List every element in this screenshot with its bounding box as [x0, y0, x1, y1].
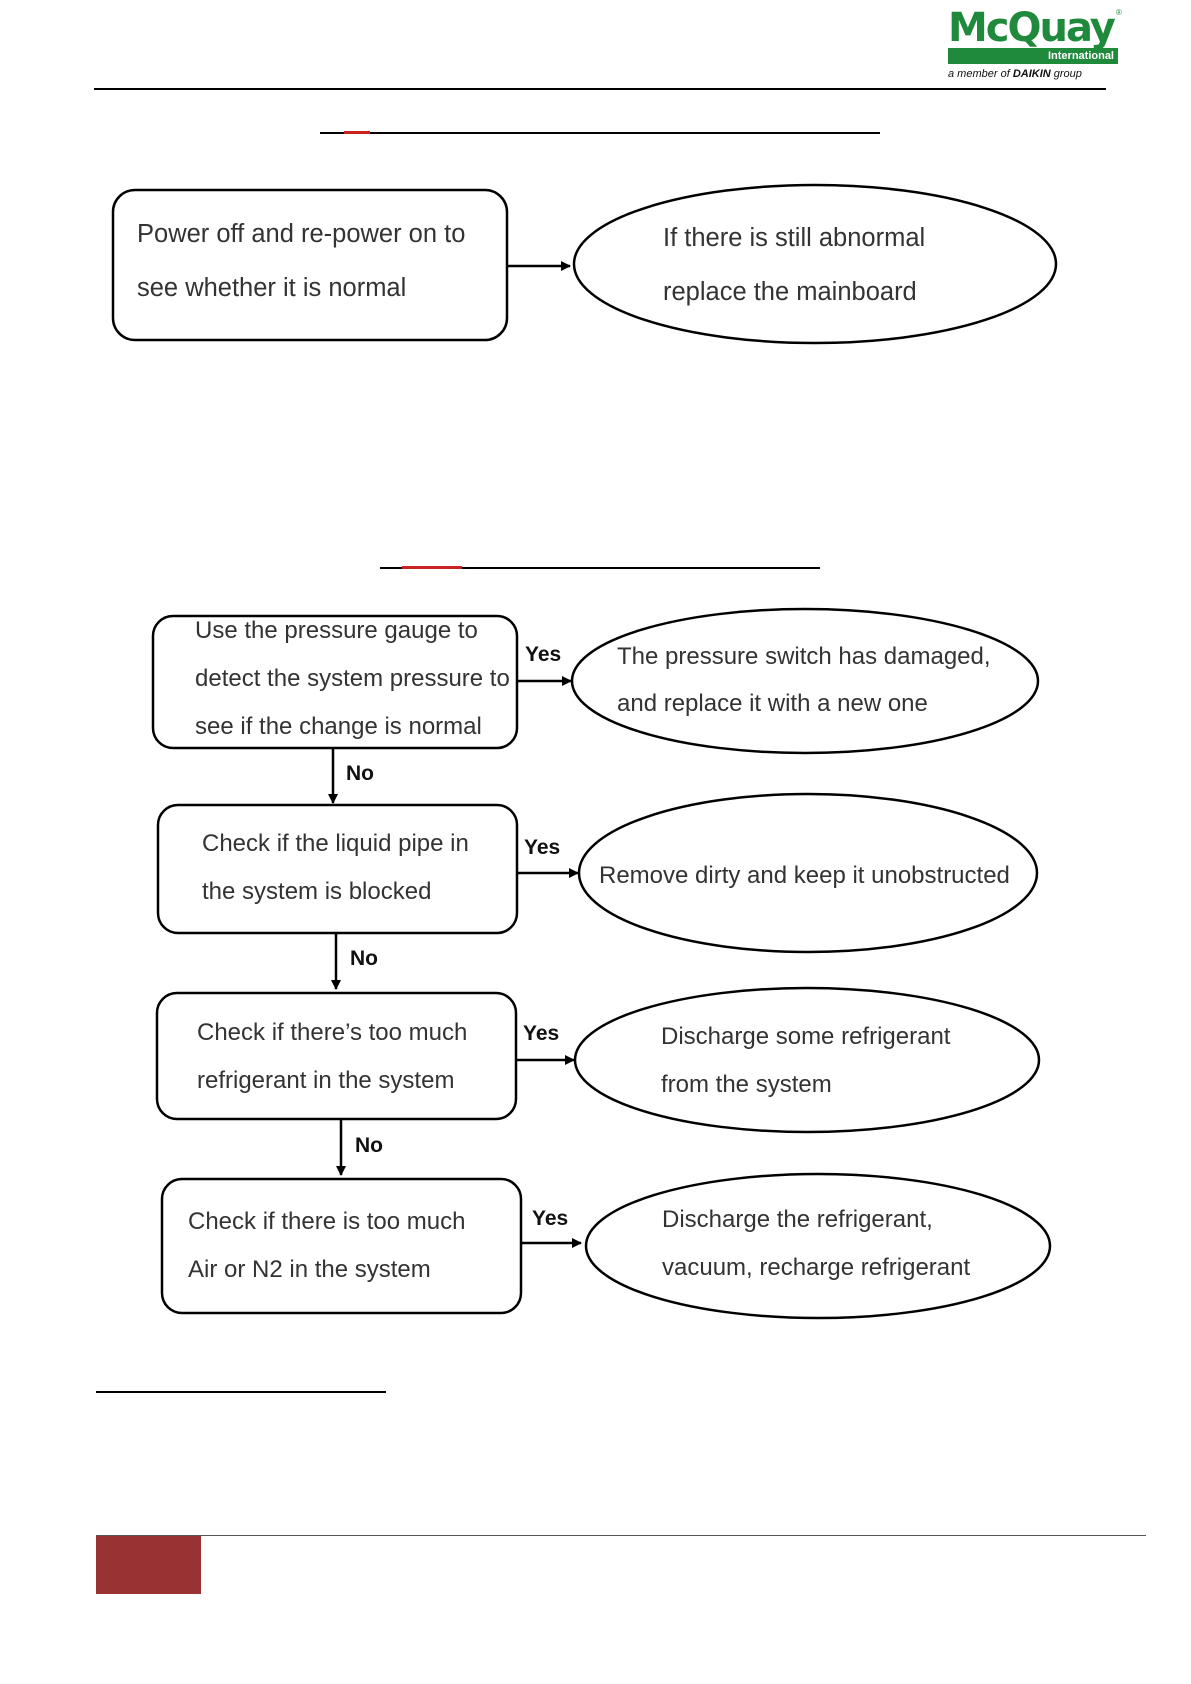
step3-action-text: Discharge some refrigerant from the syst…: [661, 1023, 951, 1098]
logo-member-line: a member of DAIKIN group: [948, 68, 1138, 80]
step4-action-text: Discharge the refrigerant, vacuum, recha…: [662, 1206, 971, 1281]
step1-check-text: Use the pressure gauge to detect the sys…: [195, 617, 510, 740]
step4-check-text: Check if there is too much Air or N2 in …: [188, 1208, 466, 1283]
step1-yes-label: Yes: [525, 643, 562, 666]
section1-heading-underline: [320, 132, 880, 134]
member-suffix: group: [1050, 68, 1082, 80]
logo-registered-mark: ®: [1116, 8, 1122, 17]
member-prefix: a member of: [948, 68, 1013, 80]
section2-heading-underline: [380, 567, 820, 569]
step3-check-text: Check if there’s too much refrigerant in…: [197, 1019, 468, 1094]
step3-action-ellipse: [573, 986, 1041, 1134]
step4-action-ellipse: [584, 1172, 1052, 1320]
section2-heading-accent: [402, 566, 462, 569]
logo-wordmark: McQuay: [948, 5, 1116, 51]
step1-action-text: The pressure switch has damaged, and rep…: [617, 643, 991, 717]
step2-check-box: [156, 803, 519, 935]
logo-international: International: [1047, 50, 1114, 62]
footer-rule: [96, 1535, 1146, 1536]
footer-page-block: [96, 1536, 201, 1594]
step2-check-text: Check if the liquid pipe in the system i…: [202, 830, 469, 905]
step4-check-box: [160, 1177, 523, 1315]
step2-no-label: No: [350, 947, 378, 970]
footnote-rule: [96, 1391, 386, 1393]
section1-heading-accent: [344, 131, 370, 134]
step1-action-ellipse: [570, 607, 1040, 755]
logo-band: International: [948, 48, 1118, 64]
flow1-result-text: If there is still abnormal replace the m…: [663, 224, 926, 306]
flow1-start-text: Power off and re-power on to see whether…: [137, 220, 466, 302]
mcquay-logo: McQuay ® International a member of DAIKI…: [948, 6, 1126, 80]
step1-no-label: No: [346, 762, 374, 785]
step3-yes-label: Yes: [523, 1022, 560, 1045]
step3-check-box: [155, 991, 518, 1121]
step2-yes-label: Yes: [524, 836, 561, 859]
header-rule: [94, 88, 1106, 90]
member-brand: DAIKIN: [1012, 68, 1051, 80]
flow1-result-ellipse: [572, 183, 1058, 345]
step3-no-label: No: [355, 1134, 383, 1157]
step2-action-text: Remove dirty and keep it unobstructed: [599, 862, 1010, 889]
step4-yes-label: Yes: [532, 1207, 569, 1230]
step2-action-ellipse: [577, 792, 1039, 954]
